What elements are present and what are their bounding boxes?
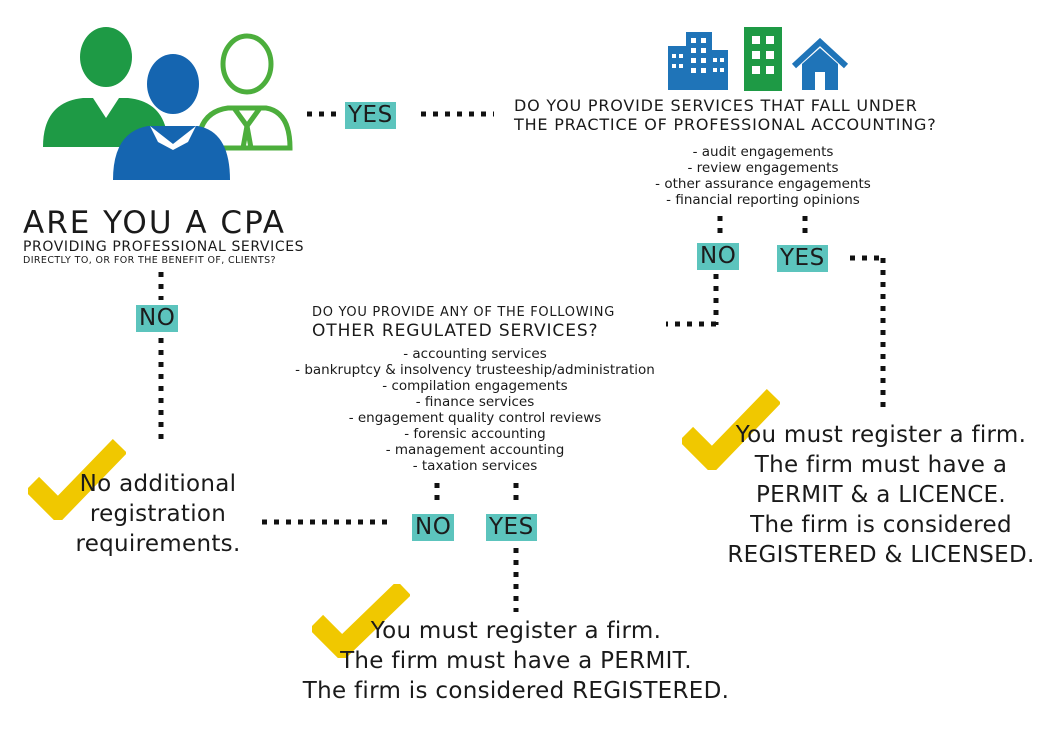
office-building-icon bbox=[668, 32, 728, 90]
list-item: - engagement quality control reviews bbox=[348, 410, 602, 426]
checkmark-icon bbox=[312, 584, 410, 658]
yes-badge-cpa: YES bbox=[345, 102, 396, 129]
cpa-question: ARE YOU A CPA PROVIDING PROFESSIONAL SER… bbox=[23, 206, 304, 267]
yes-badge-regulated: YES bbox=[486, 514, 537, 541]
checkmark-icon bbox=[682, 389, 780, 470]
no-badge-regulated: NO bbox=[412, 514, 455, 541]
result-line: PERMIT & a LICENCE. bbox=[755, 482, 1007, 508]
list-item: - accounting services bbox=[403, 346, 547, 362]
list-item: - finance services bbox=[415, 394, 535, 410]
people-icon bbox=[43, 27, 293, 180]
no-badge-accounting: NO bbox=[697, 243, 740, 270]
cpa-question-line2: PROVIDING PROFESSIONAL SERVICES bbox=[23, 239, 305, 255]
list-item: - bankruptcy & insolvency trusteeship/ad… bbox=[295, 362, 655, 378]
list-item: - other assurance engagements bbox=[655, 176, 871, 192]
cpa-question-line3: DIRECTLY TO, OR FOR THE BENEFIT OF, CLIE… bbox=[23, 255, 276, 266]
accounting-services-list: - audit engagements - review engagements… bbox=[640, 144, 886, 208]
list-item: - review engagements bbox=[687, 160, 839, 176]
result-line: You must register a firm. bbox=[370, 618, 662, 644]
result-line: No additional bbox=[79, 471, 237, 497]
list-item: - forensic accounting bbox=[404, 426, 546, 442]
result-line: registration bbox=[89, 501, 227, 527]
regulated-question-line1: DO YOU PROVIDE ANY OF THE FOLLOWING bbox=[312, 305, 615, 320]
list-item: - financial reporting opinions bbox=[666, 192, 860, 208]
regulated-services-list: - accounting services - bankruptcy & ins… bbox=[270, 346, 680, 474]
accounting-question-line2: THE PRACTICE OF PROFESSIONAL ACCOUNTING? bbox=[514, 115, 937, 134]
list-item: - taxation services bbox=[412, 458, 538, 474]
accounting-question: DO YOU PROVIDE SERVICES THAT FALL UNDER … bbox=[514, 96, 937, 134]
result-line: You must register a firm. bbox=[735, 422, 1027, 448]
cpa-question-title: ARE YOU A CPA bbox=[23, 205, 286, 241]
result-line: The firm is considered bbox=[750, 512, 1012, 538]
result-line: REGISTERED & LICENSED. bbox=[727, 542, 1035, 568]
yes-badge-accounting: YES bbox=[777, 245, 828, 272]
result-permit-and-licence: You must register a firm. The firm must … bbox=[700, 420, 1062, 570]
result-line: The firm must have a bbox=[754, 452, 1008, 478]
result-permit: You must register a firm. The firm must … bbox=[262, 616, 770, 706]
accounting-question-line1: DO YOU PROVIDE SERVICES THAT FALL UNDER bbox=[514, 96, 918, 115]
list-item: - audit engagements bbox=[692, 144, 834, 160]
result-line: The firm must have a PERMIT. bbox=[340, 648, 692, 674]
list-item: - management accounting bbox=[385, 442, 565, 458]
regulated-question: DO YOU PROVIDE ANY OF THE FOLLOWING OTHE… bbox=[312, 305, 615, 341]
result-line: The firm is considered REGISTERED. bbox=[302, 678, 730, 704]
result-line: requirements. bbox=[75, 531, 241, 557]
house-icon bbox=[792, 38, 848, 90]
result-no-requirements: No additional registration requirements. bbox=[58, 469, 258, 559]
checkmark-icon bbox=[28, 439, 126, 520]
no-badge-cpa: NO bbox=[136, 305, 179, 332]
regulated-question-line2: OTHER REGULATED SERVICES? bbox=[312, 321, 599, 341]
list-item: - compilation engagements bbox=[382, 378, 568, 394]
green-building-icon bbox=[744, 27, 782, 91]
